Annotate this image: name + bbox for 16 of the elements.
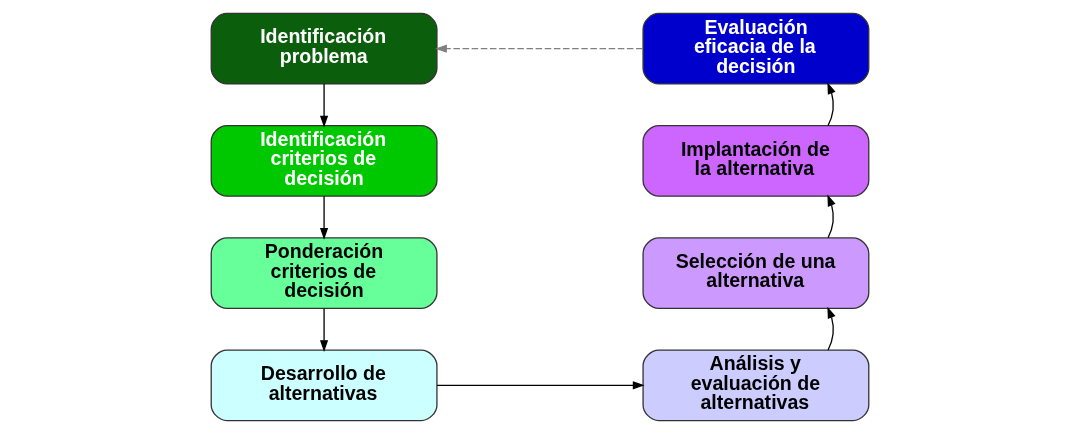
arrow bbox=[319, 83, 328, 128]
node-box: Evaluación eficacia de la decisión bbox=[641, 12, 869, 85]
arrow bbox=[826, 194, 835, 239]
node-box: Selección de una alternativa bbox=[641, 237, 869, 309]
node-box: Desarrollo de alternativas bbox=[210, 349, 438, 422]
arrow bbox=[435, 381, 645, 390]
node-box: Análisis y evaluación de alternativas bbox=[641, 349, 869, 422]
node-box: Implantación de la alternativa bbox=[641, 125, 869, 197]
arrow bbox=[319, 307, 328, 352]
node-box: Ponderación criterios de decisión bbox=[210, 237, 438, 309]
node-box: Identificación problema bbox=[210, 12, 438, 85]
arrow bbox=[319, 195, 328, 240]
arrow bbox=[434, 44, 643, 53]
node-box: Identificación criterios de decisión bbox=[210, 125, 438, 197]
arrow bbox=[826, 82, 835, 127]
arrow bbox=[826, 306, 835, 351]
